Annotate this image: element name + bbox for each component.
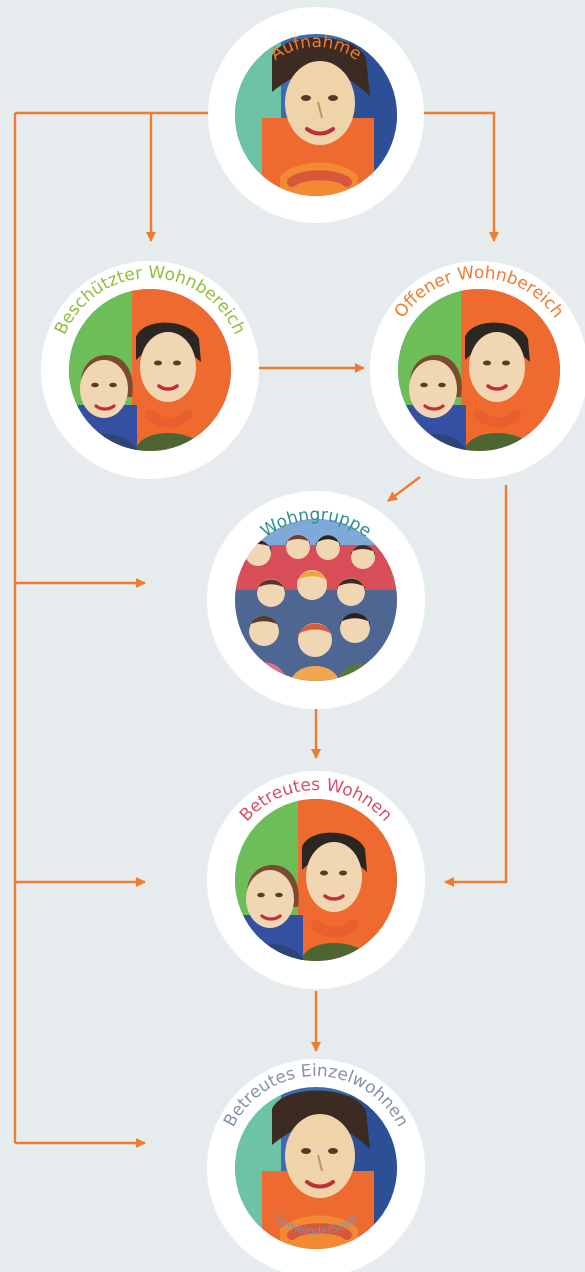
portrait-illustration-betreutes-wohnen xyxy=(235,799,397,961)
portrait-illustration-betreutes-einzelwohnen xyxy=(235,1087,397,1249)
connector-arrows xyxy=(13,111,508,1149)
edge-offener-betreutes xyxy=(443,485,508,888)
node-aufnahme: Aufnahme xyxy=(208,7,424,223)
node-beschuetzter-wohnbereich: Beschützter Wohnbereich xyxy=(41,261,259,479)
node-betreutes-wohnen: Betreutes Wohnen xyxy=(207,771,425,989)
edge-aufnahme-offener xyxy=(420,111,500,243)
node-wohngruppe: Wohngruppe xyxy=(207,491,425,709)
portrait-illustration-aufnahme xyxy=(235,34,397,196)
group-illustration-wohngruppe xyxy=(235,519,397,681)
portrait-illustration-beschuetzter-wohnbereich xyxy=(69,289,231,451)
edge-offener-wohngruppe xyxy=(387,476,421,502)
portrait-illustration-offener-wohnbereich xyxy=(398,289,560,451)
node-betreutes-einzelwohnen: Betreutes Einzelwohnen Gemeinde/Stadt xyxy=(207,1059,425,1272)
node-offener-wohnbereich: Offener Wohnbereich xyxy=(370,261,585,479)
